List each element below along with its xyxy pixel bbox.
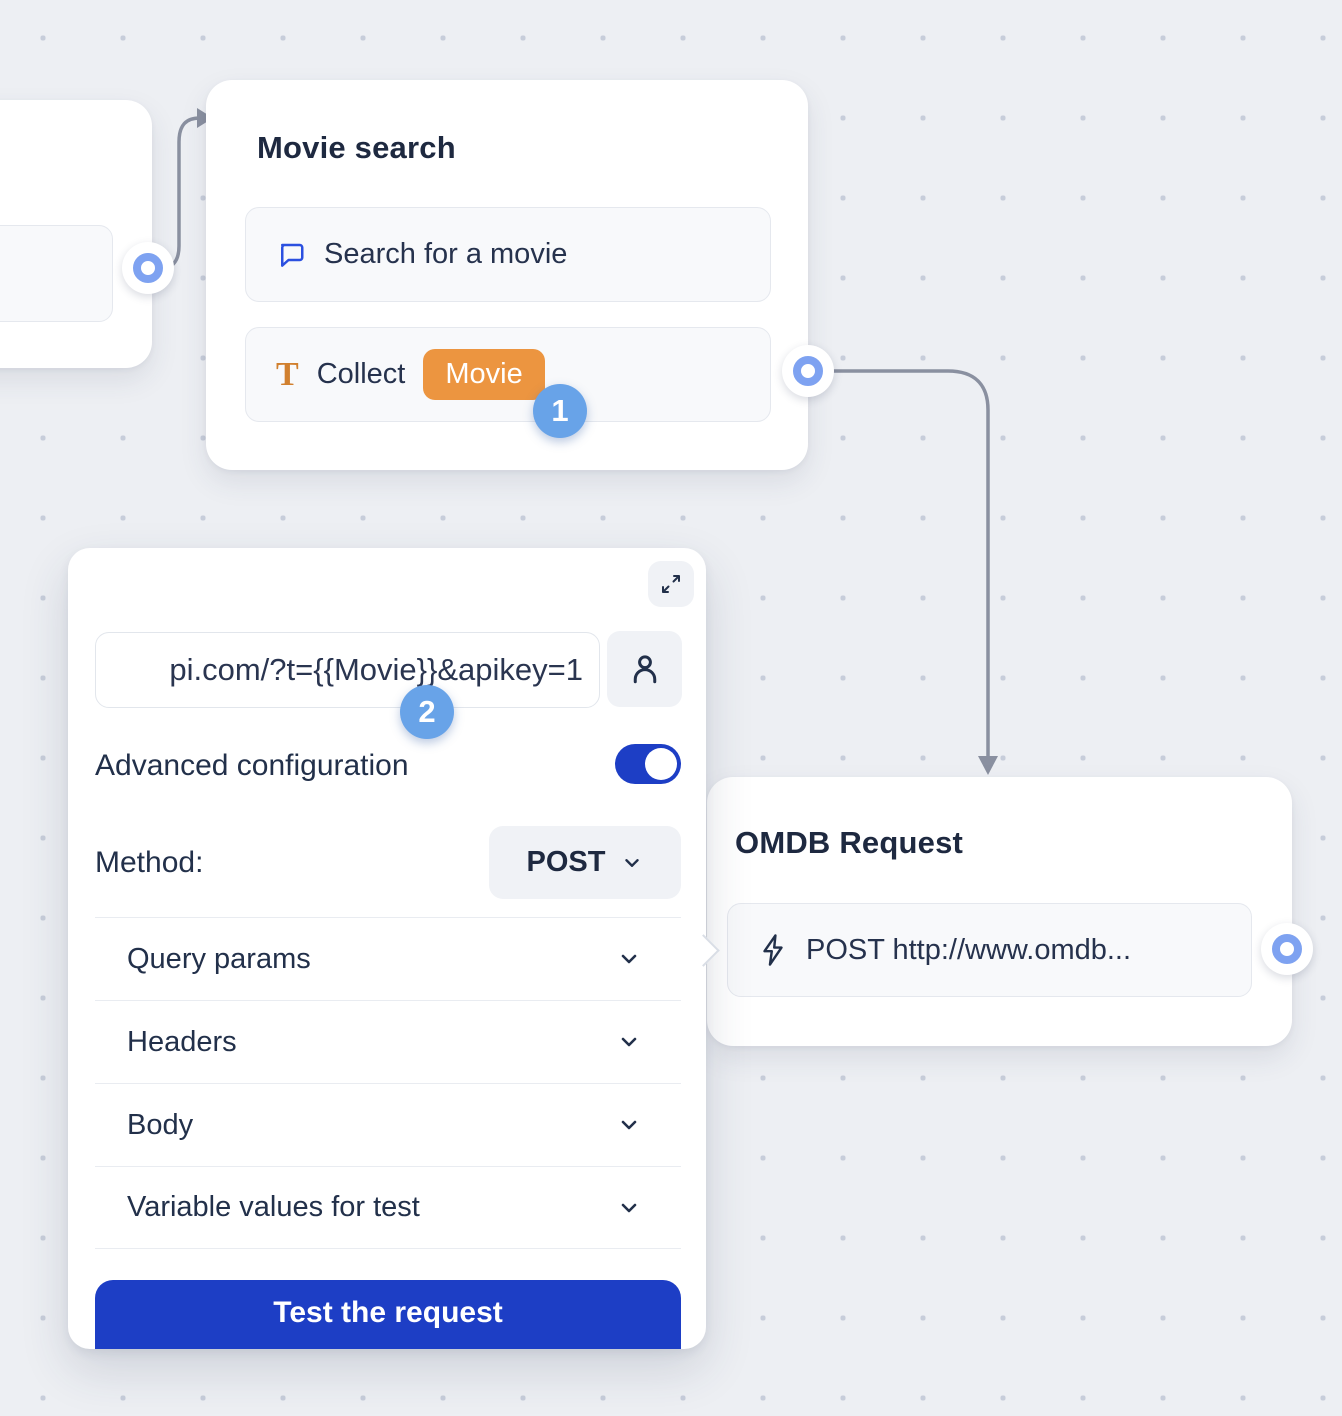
section-label: Variable values for test bbox=[127, 1191, 420, 1223]
chevron-down-icon bbox=[621, 1120, 637, 1130]
node-item-collect-movie[interactable]: T Collect Movie bbox=[245, 327, 771, 422]
node-title: Movie search bbox=[257, 130, 456, 165]
section-label: Headers bbox=[127, 1025, 237, 1058]
chevron-down-icon bbox=[621, 1203, 637, 1212]
section-label: Query params bbox=[127, 942, 311, 975]
output-connector[interactable] bbox=[1272, 934, 1302, 964]
output-connector[interactable] bbox=[133, 253, 163, 283]
chat-bubble-icon bbox=[276, 240, 306, 270]
advanced-config-toggle[interactable] bbox=[615, 744, 681, 784]
request-url-input[interactable]: pi.com/?t={{Movie}}&apikey=1 bbox=[95, 632, 600, 708]
step-badge-2: 2 bbox=[400, 685, 454, 739]
method-label: Method: bbox=[95, 846, 204, 879]
step-badge-1: 1 bbox=[533, 384, 587, 438]
chevron-down-icon bbox=[621, 954, 637, 964]
section-headers[interactable]: Headers bbox=[95, 1000, 681, 1083]
method-select[interactable]: POST bbox=[489, 826, 681, 899]
partial-node-item[interactable] bbox=[0, 225, 113, 322]
method-value: POST bbox=[526, 846, 606, 878]
item-label: POST http://www.omdb... bbox=[806, 933, 1132, 966]
person-icon bbox=[633, 655, 656, 684]
expand-icon bbox=[662, 575, 680, 593]
test-request-button[interactable]: Test the request bbox=[95, 1280, 681, 1349]
section-variable-values[interactable]: Variable values for test bbox=[95, 1166, 681, 1249]
node-title: OMDB Request bbox=[735, 825, 964, 860]
section-query-params[interactable]: Query params bbox=[95, 917, 681, 1000]
node-item-search-for-movie[interactable]: Search for a movie bbox=[245, 207, 771, 302]
arrowhead-down-icon bbox=[978, 756, 998, 775]
variables-button[interactable] bbox=[607, 631, 682, 707]
chevron-down-icon bbox=[625, 858, 640, 867]
section-label: Body bbox=[127, 1108, 194, 1141]
edge-movie-to-omdb bbox=[818, 369, 990, 760]
expand-button[interactable] bbox=[648, 561, 694, 607]
toggle-knob bbox=[645, 748, 677, 780]
chevron-down-icon bbox=[621, 1037, 637, 1047]
webhook-config-panel[interactable]: pi.com/?t={{Movie}}&apikey=1 2 Advanced … bbox=[68, 548, 706, 1349]
lightning-icon bbox=[758, 933, 788, 967]
variable-chip-movie[interactable]: Movie bbox=[423, 349, 545, 400]
item-label: Collect bbox=[316, 358, 406, 390]
movie-search-node[interactable]: Movie search Search for a movie T Collec… bbox=[206, 80, 808, 470]
output-connector[interactable] bbox=[793, 356, 823, 386]
advanced-config-label: Advanced configuration bbox=[95, 749, 409, 782]
section-body[interactable]: Body bbox=[95, 1083, 681, 1166]
partial-node-card[interactable] bbox=[0, 100, 152, 368]
accordion-sections: Query params Headers Body Variable value… bbox=[95, 917, 681, 1249]
item-label: Search for a movie bbox=[324, 238, 568, 270]
omdb-request-node[interactable]: OMDB Request POST http://www.omdb... bbox=[707, 777, 1292, 1046]
arrowhead-right-icon bbox=[197, 108, 213, 128]
node-item-omdb-webhook[interactable]: POST http://www.omdb... bbox=[727, 903, 1252, 997]
text-input-icon: T bbox=[276, 355, 299, 393]
